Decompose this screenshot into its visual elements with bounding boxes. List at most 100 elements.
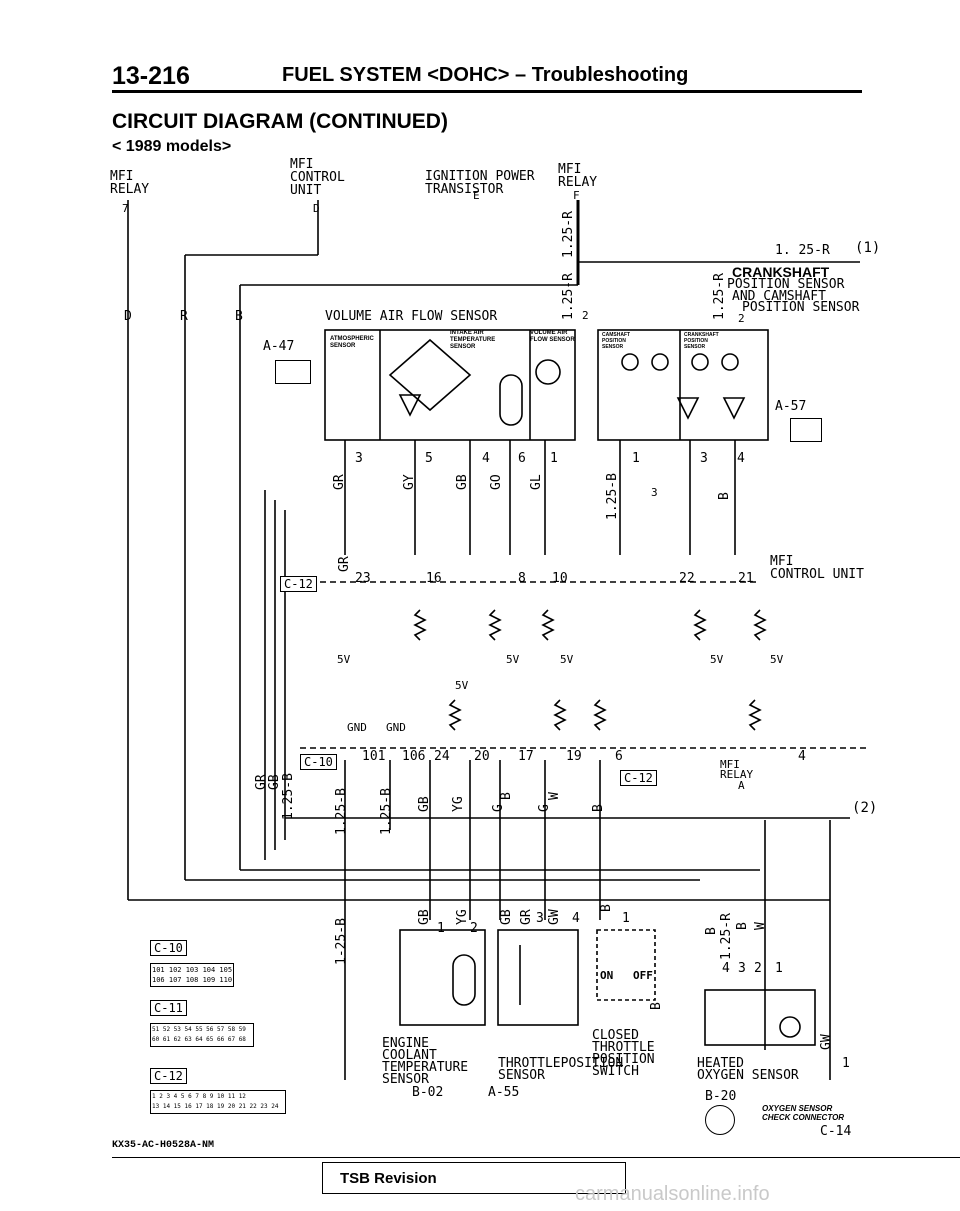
header-rule <box>112 90 862 93</box>
connector-icon <box>705 1105 735 1135</box>
connector-c10: C-10 <box>300 754 337 770</box>
pin-label: 1 <box>842 1056 850 1071</box>
wire-label: B <box>235 309 243 324</box>
connector-c12: C-12 <box>280 576 317 592</box>
mfi-relay-left-pin: 7 <box>122 202 129 215</box>
terminal: 20 <box>474 749 490 764</box>
wire-color: GW <box>547 909 562 925</box>
terminal: 6 <box>615 749 623 764</box>
wire-color: GR <box>519 909 534 925</box>
wire-label: 1-25-B <box>334 918 349 965</box>
switch-on: ON <box>600 969 614 982</box>
wire-label: 1. 25-R <box>775 243 830 258</box>
terminal: 10 <box>552 571 568 586</box>
terminal: 101 <box>362 749 386 764</box>
wire-color: B <box>704 927 719 935</box>
terminal: 24 <box>434 749 450 764</box>
section-subtitle: < 1989 models> <box>112 138 232 155</box>
crank-label-2: POSITION SENSOR <box>727 277 845 292</box>
wire-label: 1.25-B <box>605 473 620 520</box>
wire-color: B <box>735 922 750 930</box>
voltage: 5V <box>770 653 784 666</box>
wire-color: YG <box>455 909 470 925</box>
connector-a55: A-55 <box>488 1085 520 1100</box>
wire-color: G <box>491 804 506 812</box>
pin-label: 6 <box>518 451 526 466</box>
wire-color: GR <box>337 556 352 572</box>
tsb-revision: TSB Revision <box>340 1170 437 1187</box>
control-unit-pin: D <box>313 202 320 215</box>
switch-off: OFF <box>633 969 653 982</box>
wire-color: YG <box>451 796 466 812</box>
terminal: 4 <box>798 749 806 764</box>
pin-label: 1 <box>550 451 558 466</box>
wire-color: GB <box>499 909 514 925</box>
crank-pos-label: CRANKSHAFT POSITION SENSOR <box>684 332 719 350</box>
relay-pin: A <box>738 779 745 792</box>
wire-color: B <box>649 1002 664 1010</box>
connector-b02: B-02 <box>412 1085 444 1100</box>
terminal: 21 <box>738 571 754 586</box>
wire-label: 1.25-R <box>719 913 734 960</box>
pin-label: 3 <box>355 451 363 466</box>
voltage: 5V <box>337 653 351 666</box>
intake-temp-label: INTAKE AIR TEMPERATURE SENSOR <box>450 330 496 350</box>
wire-color: GY <box>402 474 417 490</box>
crank-label-3: AND CAMSHAFT <box>732 289 826 304</box>
atm-sensor-label: ATMOSPHERIC SENSOR <box>330 336 374 349</box>
circle-marker-2: (2) <box>852 800 878 816</box>
pin-label: 5 <box>425 451 433 466</box>
wire-color: B <box>599 904 614 912</box>
ground-label: GND <box>347 721 367 734</box>
drawing-code: KX35-AC-H0528A-NM <box>112 1140 215 1151</box>
pin-label: 4 <box>482 451 490 466</box>
connector-icon <box>790 418 822 442</box>
wire-label: D <box>124 309 132 324</box>
connector-icon <box>275 360 311 384</box>
voltage: 5V <box>560 653 574 666</box>
page-number: 13-216 <box>112 62 190 90</box>
connector-c14: C-14 <box>820 1124 852 1139</box>
cam-pos-label: CAMSHAFT POSITION SENSOR <box>602 332 631 350</box>
pin-label: 4 <box>572 911 580 926</box>
mfi-relay-right-pin: F <box>573 189 580 202</box>
pin-label: 3 <box>700 451 708 466</box>
pin-label: 2 <box>754 961 762 976</box>
tsb-box <box>322 1162 626 1194</box>
connector-c12: C-12 <box>620 770 657 786</box>
c12-legend-tag: C-12 <box>150 1068 187 1084</box>
wire-color: GO <box>489 474 504 490</box>
pin-label: 1 <box>632 451 640 466</box>
pin-label: 3 <box>651 486 658 499</box>
c11-legend-tag: C-11 <box>150 1000 187 1016</box>
wire-color: GB <box>417 909 432 925</box>
wire-color: G <box>537 804 552 812</box>
page-title: FUEL SYSTEM <DOHC> – Troubleshooting <box>282 64 689 86</box>
pin-label: 2 <box>470 921 478 936</box>
wire-label: 1.25-R <box>561 211 576 258</box>
voltage: 5V <box>455 679 469 692</box>
terminal: 23 <box>355 571 371 586</box>
terminal: 17 <box>518 749 534 764</box>
wire-label: 1.25-B <box>379 788 394 835</box>
ground-label: GND <box>386 721 406 734</box>
vafs-label: VOLUME AIR FLOW SENSOR <box>325 309 498 324</box>
pin-label: 3 <box>536 911 544 926</box>
wire-color: W <box>547 792 562 800</box>
pin-label: 1 <box>437 921 445 936</box>
wire-label: 1.25-R <box>712 273 727 320</box>
pin-label: 3 <box>738 961 746 976</box>
wire-color: GR <box>332 474 347 490</box>
